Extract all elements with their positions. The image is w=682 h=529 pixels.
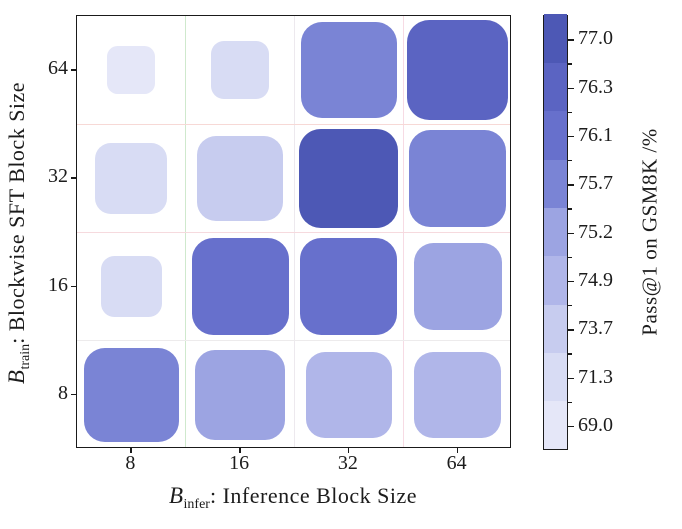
- colorbar-minor-tick: [568, 353, 572, 355]
- colorbar-minor-tick: [568, 63, 572, 65]
- colorbar-tick-label-75.7: 75.7: [578, 172, 613, 195]
- colorbar-segment-73.7: [544, 304, 567, 353]
- colorbar-minor-tick: [568, 256, 572, 258]
- colorbar-tick-75.7: [568, 184, 574, 186]
- vertical-gridline: [402, 16, 404, 447]
- vertical-gridline: [185, 16, 187, 447]
- colorbar-segment-76.3: [544, 62, 567, 112]
- colorbar-segment-74.9: [544, 255, 567, 305]
- x-axis-label: Binfer: Inference Block Size: [169, 483, 417, 513]
- cell-square-train8-infer32: [305, 352, 392, 438]
- plot-area: [76, 15, 511, 448]
- cell-square-train32-infer16: [197, 135, 284, 222]
- cell-square-train16-infer64: [413, 242, 502, 331]
- colorbar-segment-76.1: [544, 110, 567, 160]
- colorbar-segment-77.0: [544, 14, 567, 63]
- colorbar-tick-label-76.1: 76.1: [578, 123, 613, 146]
- colorbar-tick-75.2: [568, 232, 574, 234]
- horizontal-gridline: [77, 340, 510, 342]
- colorbar-tick-label-74.9: 74.9: [578, 268, 613, 291]
- x-tick-label-64: 64: [446, 452, 467, 474]
- y-tick-label-16: 16: [48, 273, 68, 296]
- colorbar-minor-tick: [568, 160, 572, 162]
- x-tick-label-8: 8: [125, 452, 136, 474]
- colorbar-tick-74.9: [568, 280, 574, 283]
- colorbar-tick-label-73.7: 73.7: [578, 317, 613, 340]
- y-tick-mark-16: [71, 285, 76, 288]
- colorbar-tick-label-71.3: 71.3: [578, 365, 613, 388]
- cell-square-train16-infer16: [191, 238, 289, 335]
- colorbar-tick-69.0: [568, 425, 574, 428]
- colorbar-tick-77.0: [568, 39, 574, 41]
- colorbar-tick-73.7: [568, 329, 574, 331]
- x-tick-mark-32: [347, 448, 350, 453]
- colorbar-tick-76.1: [568, 135, 574, 138]
- colorbar: [543, 14, 568, 450]
- cell-square-train64-infer16: [210, 40, 270, 100]
- colorbar-tick-label-75.2: 75.2: [578, 220, 613, 243]
- cell-square-train32-infer8: [95, 142, 168, 215]
- cell-square-train8-infer8: [84, 347, 179, 442]
- cell-square-train32-infer64: [409, 130, 506, 227]
- colorbar-segment-75.2: [544, 207, 567, 257]
- x-tick-label-16: 16: [229, 452, 250, 474]
- colorbar-minor-tick: [568, 208, 572, 210]
- vertical-gridline: [294, 16, 295, 447]
- y-tick-mark-8: [71, 393, 76, 396]
- y-tick-mark-64: [71, 69, 76, 71]
- cell-square-train64-infer64: [407, 19, 509, 121]
- colorbar-tick-label-76.3: 76.3: [578, 75, 613, 98]
- horizontal-gridline: [77, 123, 510, 125]
- cell-square-train64-infer8: [107, 46, 156, 94]
- colorbar-minor-tick: [568, 305, 572, 307]
- colorbar-minor-tick: [568, 401, 572, 403]
- y-axis-symbol: B: [4, 369, 29, 385]
- colorbar-tick-71.3: [568, 377, 574, 379]
- colorbar-segment-75.7: [544, 159, 567, 208]
- horizontal-gridline: [77, 232, 510, 233]
- y-tick-label-32: 32: [48, 165, 68, 188]
- colorbar-axis-label: Pass@1 on GSM8K /%: [637, 128, 662, 336]
- y-axis-subscript: train: [18, 343, 33, 370]
- x-tick-mark-8: [130, 448, 132, 453]
- y-axis-label: Btrain: Blockwise SFT Block Size: [4, 82, 34, 384]
- x-tick-mark-64: [456, 448, 459, 453]
- x-axis-subscript: infer: [183, 497, 210, 512]
- x-tick-mark-16: [239, 448, 241, 453]
- colorbar-tick-label-77.0: 77.0: [578, 27, 613, 50]
- colorbar-tick-76.3: [568, 87, 574, 89]
- colorbar-minor-tick: [568, 111, 572, 113]
- colorbar-tick-label-69.0: 69.0: [578, 413, 613, 436]
- y-tick-mark-32: [71, 177, 76, 179]
- cell-square-train8-infer16: [194, 349, 286, 440]
- x-tick-label-32: 32: [337, 452, 358, 474]
- x-axis-label-text: : Inference Block Size: [209, 483, 418, 508]
- y-axis-label-text: : Blockwise SFT Block Size: [4, 81, 29, 344]
- x-axis-symbol: B: [168, 483, 184, 508]
- cell-square-train16-infer32: [300, 238, 398, 335]
- colorbar-segment-71.3: [544, 352, 567, 402]
- cell-square-train8-infer64: [414, 351, 502, 439]
- colorbar-segment-69.0: [544, 400, 567, 449]
- cell-square-train32-infer32: [299, 129, 399, 228]
- y-tick-label-64: 64: [48, 57, 68, 80]
- cell-square-train64-infer32: [301, 22, 397, 118]
- y-tick-label-8: 8: [58, 381, 68, 404]
- cell-square-train16-infer8: [100, 256, 162, 317]
